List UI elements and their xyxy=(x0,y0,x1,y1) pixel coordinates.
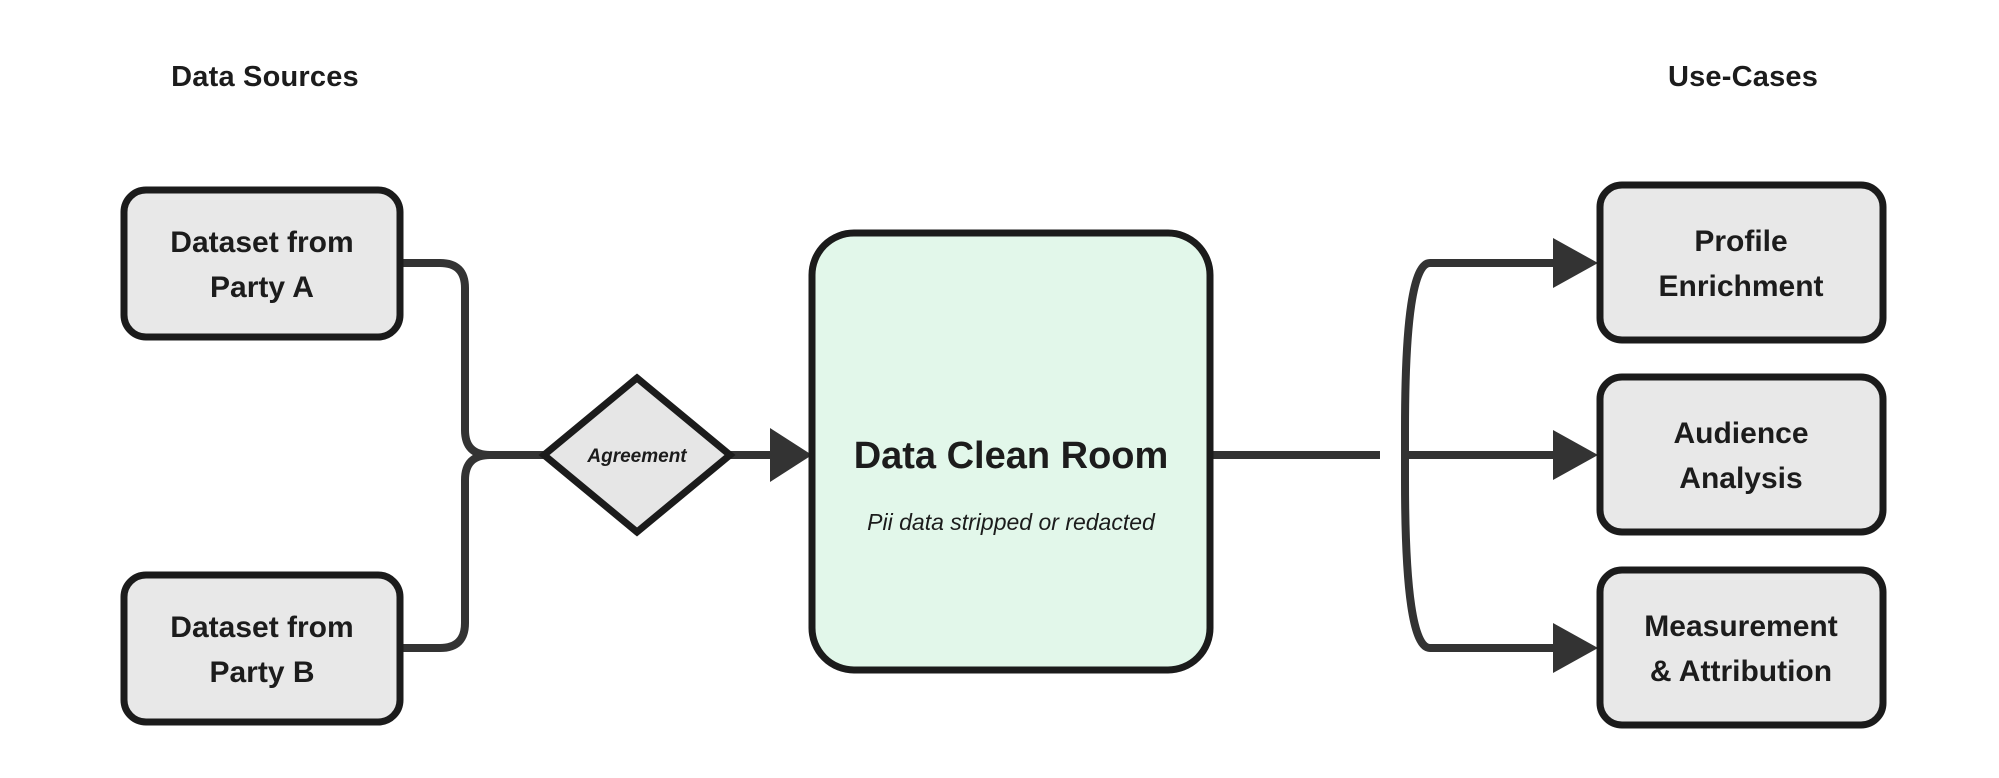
node-audience-analysis-label-line1: Audience xyxy=(1673,417,1808,450)
node-dataset-party-a[interactable]: Dataset from Party A xyxy=(120,186,404,341)
node-agreement-shape[interactable] xyxy=(538,373,736,537)
column-title-data-sources: Data Sources xyxy=(171,61,359,93)
node-dataset-party-a-label-line2: Party A xyxy=(210,271,314,304)
edge-clean-room-to-profile-enrichment xyxy=(1401,259,1560,455)
node-audience-analysis-shape[interactable] xyxy=(1596,373,1887,536)
node-data-clean-room[interactable]: Data Clean Room Pii data stripped or red… xyxy=(808,229,1214,674)
node-dataset-party-b-label-line1: Dataset from xyxy=(170,611,353,644)
node-data-clean-room-title: Data Clean Room xyxy=(854,435,1169,477)
node-data-clean-room-shape[interactable] xyxy=(808,229,1214,674)
node-dataset-party-a-label-line1: Dataset from xyxy=(170,226,353,259)
edge-party-a-to-agreement xyxy=(400,259,545,459)
node-audience-analysis-label-line2: Analysis xyxy=(1679,462,1802,495)
node-dataset-party-b-shape[interactable] xyxy=(120,571,404,726)
node-profile-enrichment[interactable]: Profile Enrichment xyxy=(1596,181,1887,344)
edge-clean-room-to-measurement-attribution xyxy=(1401,455,1560,652)
arrowhead-into-audience-analysis xyxy=(1553,430,1598,480)
node-dataset-party-a-shape[interactable] xyxy=(120,186,404,341)
arrowhead-into-clean-room xyxy=(770,428,812,482)
arrowhead-into-profile-enrichment xyxy=(1553,238,1598,288)
node-data-clean-room-subtitle: Pii data stripped or redacted xyxy=(867,509,1156,535)
node-agreement[interactable]: Agreement xyxy=(538,373,736,537)
node-agreement-label: Agreement xyxy=(586,446,687,467)
node-measurement-attribution-shape[interactable] xyxy=(1596,566,1887,729)
column-title-use-cases: Use-Cases xyxy=(1668,61,1818,93)
arrowhead-into-measurement-attribution xyxy=(1553,623,1598,673)
node-measurement-attribution[interactable]: Measurement & Attribution xyxy=(1596,566,1887,729)
node-profile-enrichment-label-line1: Profile xyxy=(1694,225,1787,258)
node-dataset-party-b[interactable]: Dataset from Party B xyxy=(120,571,404,726)
node-dataset-party-b-label-line2: Party B xyxy=(209,656,314,689)
node-measurement-attribution-label-line2: & Attribution xyxy=(1650,655,1832,688)
node-audience-analysis[interactable]: Audience Analysis xyxy=(1596,373,1887,536)
node-measurement-attribution-label-line1: Measurement xyxy=(1644,610,1837,643)
node-profile-enrichment-shape[interactable] xyxy=(1596,181,1887,344)
edge-party-b-to-agreement xyxy=(400,451,545,652)
node-profile-enrichment-label-line2: Enrichment xyxy=(1658,270,1823,303)
